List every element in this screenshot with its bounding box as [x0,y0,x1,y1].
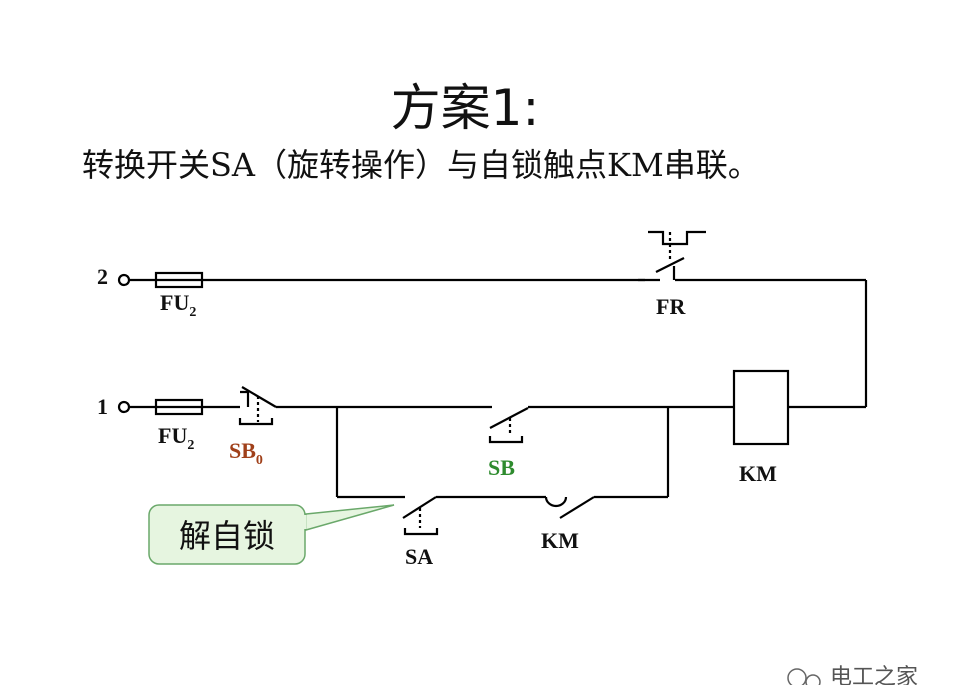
terminal-2-label: 2 [97,264,108,289]
km-hold-contact [544,496,595,519]
callout-text: 解自锁 [179,517,275,555]
sa-switch-contact [402,496,439,536]
watermark [787,668,821,685]
km-coil [732,369,790,446]
terminal-2 [117,273,131,287]
chat-logo-icon [787,668,807,685]
terminal-1 [117,400,131,414]
switch-label: SA [405,544,433,569]
watermark-text: 电工之家 [830,665,918,685]
stop-button-contact [238,386,277,426]
thermal-relay-contact [638,230,706,282]
fuse-bottom-label: FU2 [158,423,194,453]
start-button-label: SB [488,455,515,480]
thermal-relay-label: FR [656,294,686,319]
start-button-contact [488,407,529,444]
stop-button-label: SB0 [229,438,263,468]
hold-contact-label: KM [541,528,579,553]
terminal-1-label: 1 [97,394,108,419]
page-title: 方案1: [390,79,540,137]
callout-unlatch [148,504,395,565]
page-subtitle: 转换开关SA（旋转操作）与自锁触点KM串联。 [82,146,760,184]
coil-label: KM [739,461,777,486]
fuse-top-label: FU2 [160,290,196,320]
